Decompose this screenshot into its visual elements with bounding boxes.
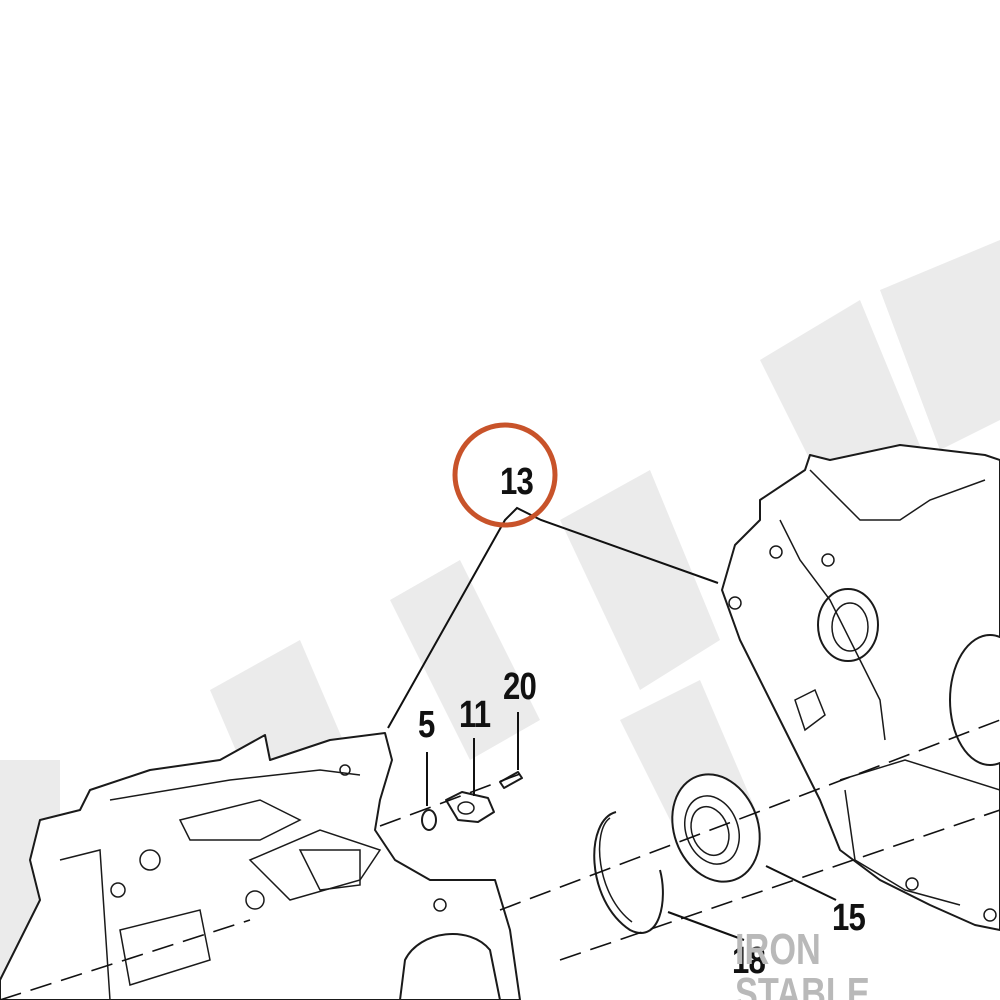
crankcase-right-half xyxy=(721,444,1000,931)
o-ring-part xyxy=(421,809,437,831)
crankcase-left-half xyxy=(0,732,521,1000)
oil-nozzle-part xyxy=(445,791,495,823)
callout-18: 18 xyxy=(732,940,766,982)
highlight-ring xyxy=(452,422,558,528)
brand-logo: IRON STABLE xyxy=(735,925,870,1000)
callout-20: 20 xyxy=(503,666,537,708)
callout-13: 13 xyxy=(500,461,534,503)
callout-15: 15 xyxy=(832,897,866,939)
assembly-axes xyxy=(0,719,1000,1000)
leader-lines xyxy=(387,506,837,941)
callout-11: 11 xyxy=(459,694,491,736)
callout-5: 5 xyxy=(418,704,435,746)
retaining-ring-part xyxy=(593,811,664,934)
